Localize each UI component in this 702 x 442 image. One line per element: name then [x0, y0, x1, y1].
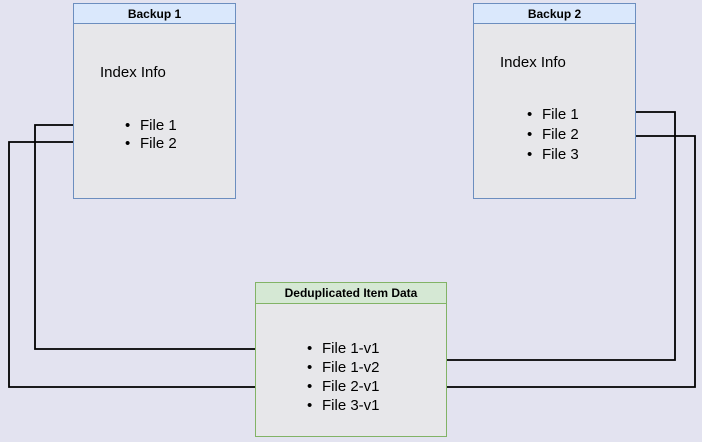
file-list-item: File 2	[125, 135, 177, 153]
file-list-item: File 2	[527, 125, 579, 145]
file-list-item: File 3	[527, 145, 579, 165]
backup1-box: Backup 1 Index Info File 1File 2	[73, 3, 236, 199]
backup2-title: Backup 2	[474, 4, 635, 24]
backup2-box: Backup 2 Index Info File 1File 2File 3	[473, 3, 636, 199]
backup2-file-list: File 1File 2File 3	[527, 105, 579, 165]
dedup-file-list: File 1-v1File 1-v2File 2-v1File 3-v1	[307, 339, 380, 415]
backup1-index-info-label: Index Info	[100, 64, 166, 81]
file-list-item: File 1	[125, 117, 177, 135]
file-list-item: File 2-v1	[307, 377, 380, 396]
file-list-item: File 3-v1	[307, 396, 380, 415]
deduplicated-item-data-title: Deduplicated Item Data	[256, 283, 446, 304]
file-list-item: File 1-v1	[307, 339, 380, 358]
deduplicated-item-data-box: Deduplicated Item Data File 1-v1File 1-v…	[255, 282, 447, 437]
backup1-title: Backup 1	[74, 4, 235, 24]
file-list-item: File 1	[527, 105, 579, 125]
file-list-item: File 1-v2	[307, 358, 380, 377]
backup2-index-info-label: Index Info	[500, 54, 566, 71]
backup1-file-list: File 1File 2	[125, 117, 177, 153]
